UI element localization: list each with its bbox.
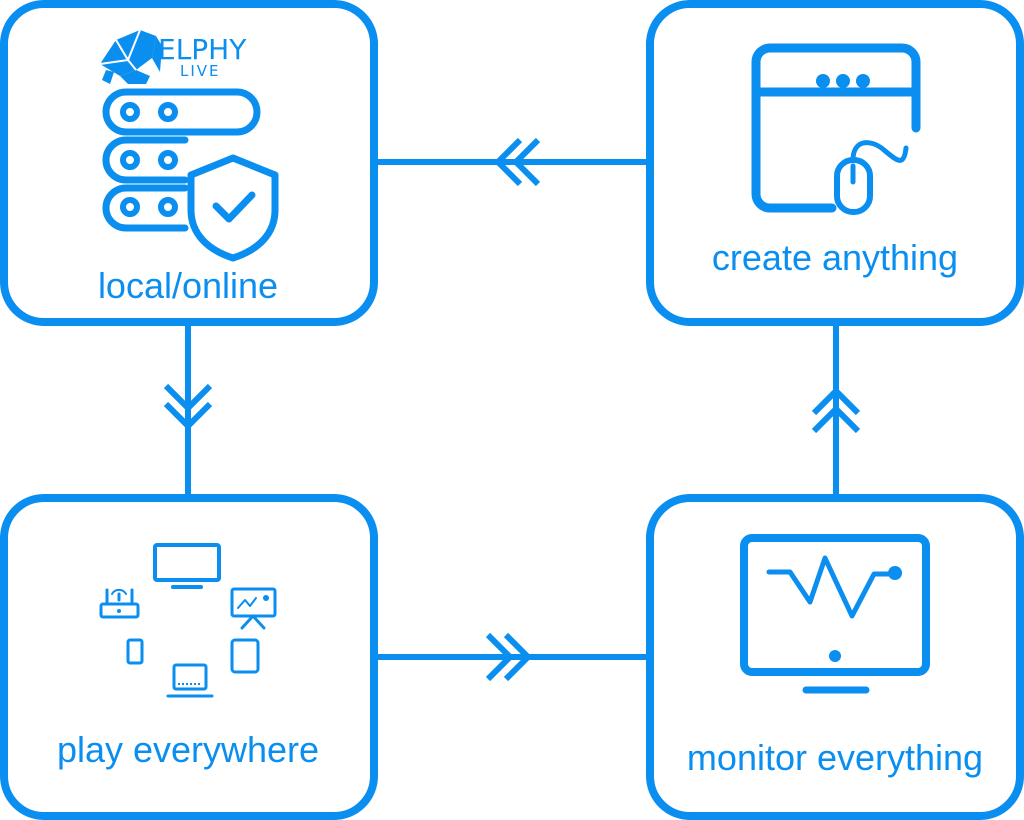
laptop-icon bbox=[166, 663, 214, 698]
node-play-everywhere-label: play everywhere bbox=[56, 729, 320, 770]
router-icon bbox=[99, 588, 140, 619]
node-local-online-box bbox=[0, 0, 378, 326]
node-monitor-everything-label: monitor everything bbox=[686, 737, 984, 778]
edge-create-to-local bbox=[375, 137, 650, 187]
monitor-waveform-icon bbox=[740, 534, 930, 694]
logo-subtitle: LIVE bbox=[180, 62, 221, 80]
node-create-anything-box bbox=[646, 0, 1024, 326]
browser-window-mouse-icon bbox=[751, 43, 921, 215]
presentation-board-icon bbox=[230, 587, 277, 630]
devices-network-icon bbox=[99, 543, 277, 698]
desktop-monitor-icon bbox=[153, 543, 221, 589]
node-create-anything-label: create anything bbox=[711, 237, 959, 278]
node-play-everywhere-box bbox=[0, 494, 378, 820]
server-shield-icon bbox=[102, 88, 279, 262]
smartphone-icon bbox=[126, 638, 144, 665]
node-local-online-label: local/online bbox=[97, 265, 279, 306]
tablet-icon bbox=[230, 638, 260, 674]
elephant-origami-icon bbox=[99, 29, 162, 84]
edge-play-to-monitor bbox=[375, 632, 650, 682]
edge-monitor-to-create bbox=[811, 322, 861, 498]
logo-title: ELPHY bbox=[158, 33, 247, 66]
edge-local-to-play bbox=[163, 322, 213, 498]
